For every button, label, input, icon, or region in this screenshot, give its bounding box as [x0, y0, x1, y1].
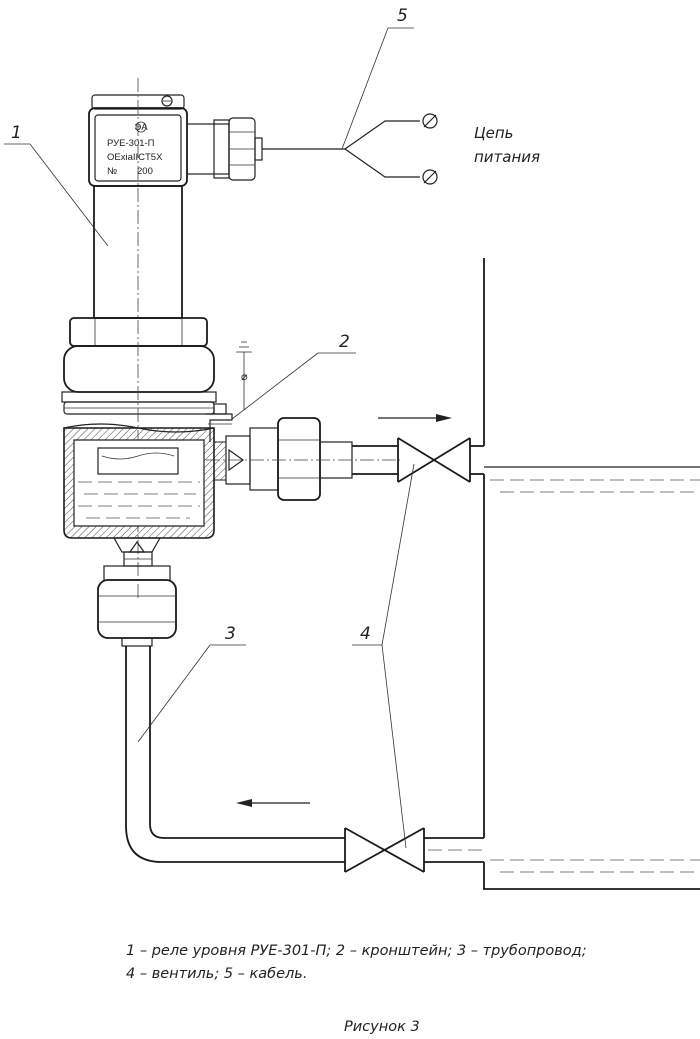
ground-symbol: ⌀	[241, 370, 248, 383]
relay-vessel-section	[63, 423, 215, 567]
callout-4: 4	[352, 463, 415, 849]
bottom-nut	[97, 565, 177, 647]
power-cable	[262, 113, 438, 185]
callout-label-3: 3	[225, 624, 236, 644]
power-label-line1: Цепь	[474, 124, 514, 142]
callout-label-4: 4	[360, 624, 371, 644]
callout-5: 5	[341, 6, 414, 150]
power-label-line2: питания	[474, 148, 540, 166]
logo-mark: ЭА	[134, 122, 148, 133]
callout-2: 2	[231, 332, 356, 420]
return-pipe	[125, 646, 484, 863]
plate-model: РУЕ-301-П	[107, 138, 155, 149]
plate-number-sign: №	[107, 166, 117, 177]
caption-line-2: 4 – вентиль; 5 – кабель.	[126, 966, 307, 982]
flow-arrow-right	[378, 414, 452, 422]
cable-gland	[186, 117, 263, 181]
valve-lower	[344, 827, 425, 873]
valve-upper	[397, 437, 471, 483]
side-outlet	[206, 417, 400, 501]
plate-number: 200	[137, 166, 153, 177]
upper-pipe	[352, 445, 484, 475]
tank	[483, 258, 700, 890]
plate-marking: OExiaIICT5X	[107, 152, 163, 163]
callout-1: 1	[4, 123, 109, 247]
callout-label-1: 1	[11, 123, 22, 143]
figure-title: Рисунок 3	[344, 1019, 420, 1035]
callout-label-5: 5	[397, 6, 408, 26]
callout-label-2: 2	[339, 332, 350, 352]
relay-head: ЭА РУЕ-301-П OExiaIICT5X № 200	[61, 78, 263, 600]
callout-3: 3	[137, 624, 246, 743]
bracket: ⌀	[206, 341, 252, 442]
nameplate: ЭА РУЕ-301-П OExiaIICT5X № 200	[107, 121, 163, 177]
caption-line-1: 1 – реле уровня РУЕ-301-П; 2 – кронштейн…	[126, 943, 587, 959]
flow-arrow-left	[236, 799, 310, 807]
